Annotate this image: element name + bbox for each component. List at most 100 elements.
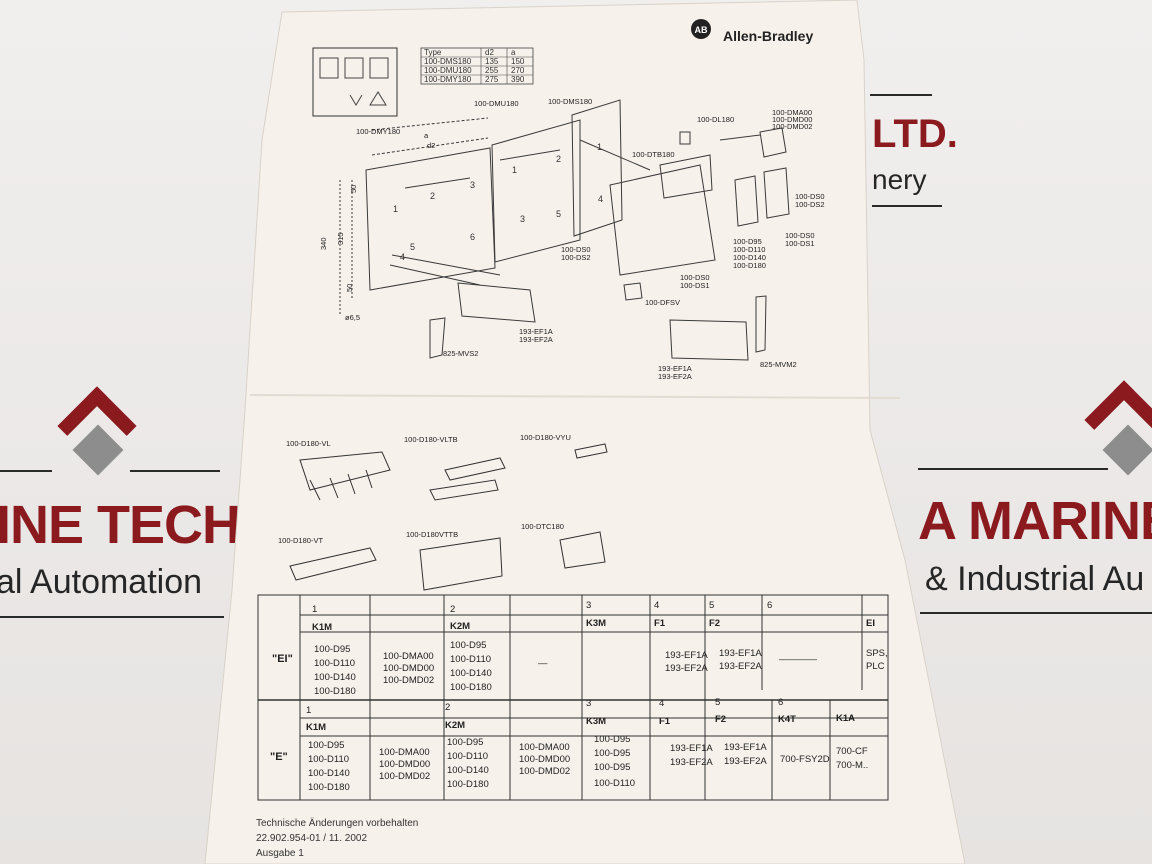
ei-k3m: K3M xyxy=(586,618,606,629)
bg-right-rule-a xyxy=(870,94,932,96)
svg-text:5: 5 xyxy=(556,209,561,219)
e-f2: F2 xyxy=(715,714,726,725)
ei-col-1: 1 xyxy=(312,604,317,615)
overload-relay-a xyxy=(457,282,536,323)
e-f1-1: 193-EF2A xyxy=(670,757,713,768)
svg-text:3: 3 xyxy=(520,214,525,224)
ei-aux-0: 100-DMA00 xyxy=(383,651,434,662)
footer-line-1: Technische Änderungen vorbehalten xyxy=(256,817,418,829)
ei-k2m-0: 100-D95 xyxy=(450,640,486,651)
ei-col-2: 2 xyxy=(450,604,455,615)
e-k1m-2: 100-D140 xyxy=(308,768,350,779)
label-ds-c1: 100-DS2 xyxy=(561,253,591,262)
svg-text:5: 5 xyxy=(410,242,415,252)
label-dma-2: 100-DMD02 xyxy=(772,122,812,131)
type-table-cell: 135 xyxy=(485,57,499,66)
ei-f2: F2 xyxy=(709,618,720,629)
e-k3m-1: 100-D95 xyxy=(594,748,630,759)
ei-sps-0: SPS, xyxy=(866,648,888,659)
type-table-cell: 100-DMY180 xyxy=(424,75,472,84)
mount-icon-1 xyxy=(319,57,339,79)
label-dma-1: 100-DMD00 xyxy=(772,115,812,124)
row-label-e: "E" xyxy=(270,751,288,763)
label-dim-a: a xyxy=(424,131,429,140)
e-k1a: K1A xyxy=(836,713,855,724)
bg-left-rule-top2 xyxy=(130,470,220,472)
e-k2m-3: 100-D180 xyxy=(447,779,489,790)
e-aux1-0: 100-DMA00 xyxy=(379,747,430,758)
ei-f1: F1 xyxy=(654,618,666,629)
ei-ei: EI xyxy=(866,618,875,629)
ei-col-6: 6 xyxy=(767,600,772,611)
svg-text:1: 1 xyxy=(512,165,517,175)
ei-f1-1: 193-EF2A xyxy=(665,663,708,674)
label-ds-a1: 100-DS2 xyxy=(795,200,825,209)
e-aux2-2: 100-DMD02 xyxy=(519,766,570,777)
e-k1a-0: 700-CF xyxy=(836,746,868,757)
label-ef-a0: 193-EF1A xyxy=(519,327,553,336)
type-table-cell: 270 xyxy=(511,66,525,75)
e-col-4: 4 xyxy=(659,698,664,709)
accessory-labels: 100-D180-VL 100-D180-VLTB 100-D180-VYU 1… xyxy=(278,433,571,545)
label-dmu180: 100-DMU180 xyxy=(474,99,519,108)
overload-relay-b xyxy=(669,319,749,361)
bracket-mvs2 xyxy=(429,317,446,359)
svg-text:3: 3 xyxy=(470,180,475,190)
bg-left-line1: INE TECH xyxy=(0,495,241,555)
paper-fold xyxy=(249,394,901,399)
e-aux2-1: 100-DMD00 xyxy=(519,754,570,765)
e-col-3: 3 xyxy=(586,698,591,709)
label-dtc: 100-DTC180 xyxy=(521,522,564,531)
label-dim-d2: d2 xyxy=(427,141,435,150)
e-col-2: 2 xyxy=(445,702,450,713)
ei-aux-2: 100-DMD02 xyxy=(383,675,434,686)
label-ef-a1: 193-EF2A xyxy=(519,335,553,344)
bg-right-rule-b xyxy=(872,205,942,207)
accessory-drawings xyxy=(289,443,608,591)
ei-k1m-2: 100-D140 xyxy=(314,672,356,683)
bg-right-line2: & Industrial Au xyxy=(925,560,1145,598)
label-dtb180: 100-DTB180 xyxy=(632,150,675,159)
label-dma-0: 100-DMA00 xyxy=(772,108,812,117)
document-footer: Technische Änderungen vorbehalten 22.902… xyxy=(256,817,418,859)
label-dim-340: 340 xyxy=(319,237,328,250)
label-mvs2: 825-MVS2 xyxy=(443,349,478,358)
e-k2m-0: 100-D95 xyxy=(447,737,483,748)
bg-right-line1: A MARINE xyxy=(918,491,1152,551)
ei-col-3: 3 xyxy=(586,600,591,611)
e-f2-0: 193-EF1A xyxy=(724,742,767,753)
type-table: Type d2 a 100-DMS180 135 150 100-DMU180 … xyxy=(420,47,534,85)
ei-k1m-1: 100-D110 xyxy=(314,658,355,669)
label-ds-b0: 100-DS0 xyxy=(785,231,815,240)
bg-right-rule-top xyxy=(918,468,1108,470)
bracket-mvm2 xyxy=(755,295,767,353)
label-vltb: 100-D180-VLTB xyxy=(404,435,458,444)
bg-left-line2: al Automation xyxy=(0,563,203,601)
ei-k1m-0: 100-D95 xyxy=(314,644,350,655)
label-d-0: 100-D95 xyxy=(733,237,762,246)
label-vyu: 100-D180-VYU xyxy=(520,433,571,442)
label-ds-d1: 100-DS1 xyxy=(680,281,710,290)
ei-k1m: K1M xyxy=(312,622,332,633)
ab-logo-icon xyxy=(691,19,711,39)
e-k2m-1: 100-D110 xyxy=(447,751,488,762)
e-k1m-0: 100-D95 xyxy=(308,740,344,751)
label-dim-315: 315 xyxy=(336,232,345,245)
diagram-labels: 100-DMS180 100-DMU180 100-DMY180 100-DL1… xyxy=(319,97,825,381)
e-k1m-1: 100-D110 xyxy=(308,754,349,765)
label-ds-b1: 100-DS1 xyxy=(785,239,815,248)
label-ds-d0: 100-DS0 xyxy=(680,273,710,282)
type-table-header-a: a xyxy=(511,48,516,57)
bg-right-top1: LTD. xyxy=(872,112,958,156)
label-ef-b0: 193-EF1A xyxy=(658,364,692,373)
ei-k2m-2: 100-D140 xyxy=(450,668,492,679)
svg-text:4: 4 xyxy=(400,252,405,262)
row-label-ei: "EI" xyxy=(272,653,293,665)
paper-sheet xyxy=(204,0,966,864)
label-dmy180: 100-DMY180 xyxy=(356,127,400,136)
type-table-cell: 150 xyxy=(511,57,525,66)
label-dms180: 100-DMS180 xyxy=(548,97,592,106)
ei-f2-0: 193-EF1A xyxy=(719,648,762,659)
e-f1: F1 xyxy=(659,716,671,727)
